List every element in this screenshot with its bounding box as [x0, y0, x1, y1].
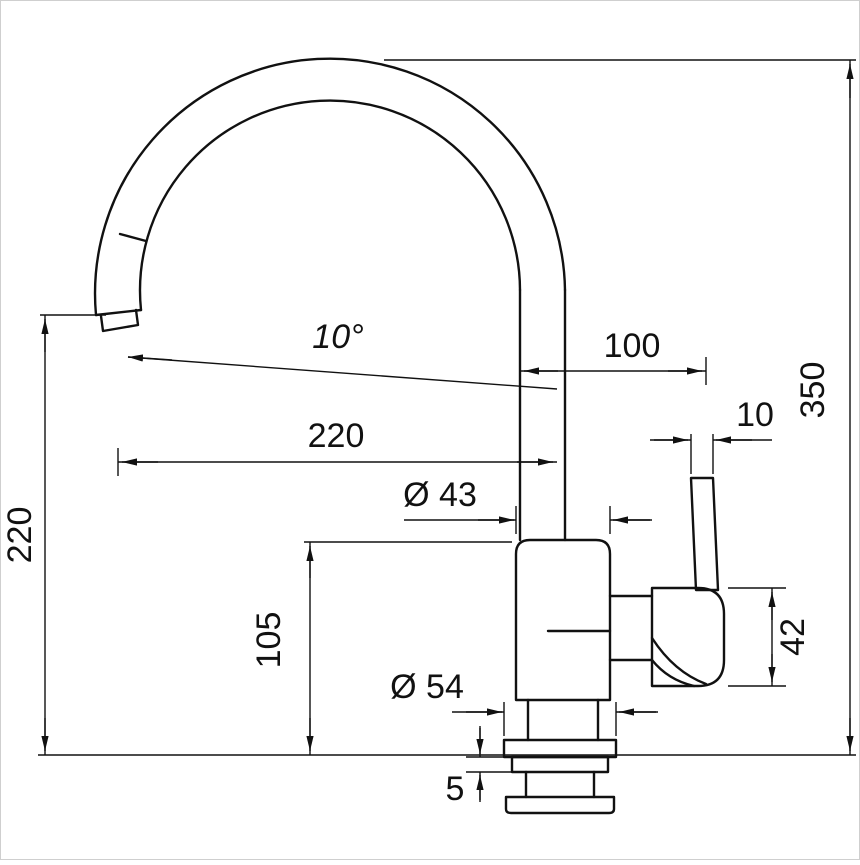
label-handle-width-10: 10 — [736, 396, 774, 434]
handle-detail-1 — [650, 636, 708, 686]
dim-100 — [520, 357, 707, 385]
dimension-labels: 10° 100 220 10 350 220 Ø 43 105 Ø 54 42 … — [1, 318, 832, 808]
dim-5 — [466, 726, 512, 802]
dim-42 — [728, 587, 786, 687]
base-nut — [504, 795, 616, 815]
handle-detail-2 — [650, 658, 696, 688]
label-offset-100: 100 — [604, 327, 661, 365]
handle-lever — [689, 476, 720, 592]
label-plate-5: 5 — [446, 770, 465, 808]
dim-10-handle — [650, 434, 772, 474]
dim-diameter-54 — [452, 702, 658, 736]
spout-tip-joint — [118, 232, 148, 243]
label-spout-height-220: 220 — [1, 507, 39, 564]
label-angle-10deg: 10° — [312, 318, 363, 356]
dim-350 — [384, 59, 856, 755]
label-diameter-54: Ø 54 — [390, 668, 464, 706]
label-overall-height-350: 350 — [794, 362, 832, 419]
base-flange — [502, 738, 618, 759]
spout-tip-face — [94, 308, 143, 317]
label-reach-220: 220 — [308, 417, 365, 455]
label-body-height-105: 105 — [250, 612, 288, 669]
dimension-lines — [38, 59, 856, 802]
dim-diameter-43 — [404, 506, 652, 534]
dim-220-vertical — [40, 314, 106, 755]
spout-outer-arc — [93, 57, 567, 317]
dim-105 — [304, 541, 512, 755]
mixer-body — [514, 538, 612, 702]
spout-aerator — [99, 308, 140, 333]
base-plate — [510, 755, 610, 774]
spout-inner-arc — [138, 99, 522, 312]
dim-angle-10deg — [127, 354, 558, 390]
label-handle-height-42: 42 — [774, 618, 812, 656]
faucet-outline — [93, 57, 726, 815]
dim-220-horizontal — [117, 448, 557, 476]
label-diameter-43: Ø 43 — [403, 476, 477, 514]
